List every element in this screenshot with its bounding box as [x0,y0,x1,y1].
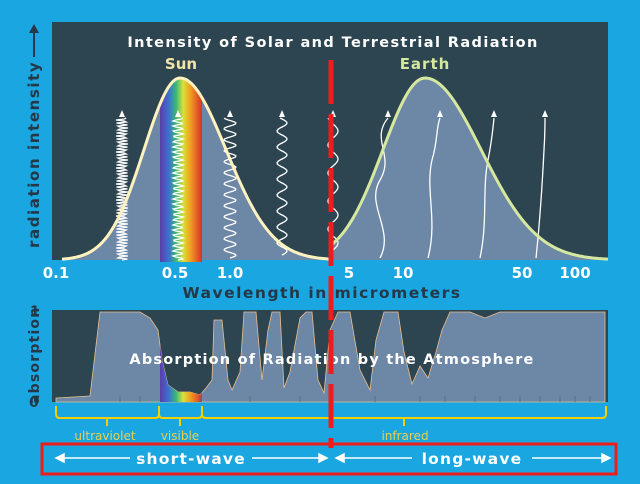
wavelength-tick-0.1: 0.1 [43,264,70,282]
wave-line [170,117,186,261]
earth-curve [329,76,609,261]
sun-label: Sun [165,55,197,73]
arrow-head [175,110,181,117]
absorption-ylabel: absorption [27,307,43,404]
sun-curve [61,76,331,261]
wavelength-tick-10: 10 [393,264,414,282]
wavelength-tick-100: 100 [559,264,590,282]
wave-line [115,117,129,261]
absorption-tick-zero: 0 [29,395,39,411]
wave-line [223,117,237,259]
band-brackets [55,406,607,426]
intensity-axis-arrow [29,24,39,57]
wave-line [375,117,389,259]
wave-line [427,117,441,259]
wavelength-tick-0.5: 0.5 [162,264,189,282]
visible-label: visible [161,429,199,443]
arrow-head [491,110,497,117]
wave-range-box [40,442,618,476]
ultraviolet-label: ultraviolet [74,429,135,443]
intensity-title: Intensity of Solar and Terrestrial Radia… [127,35,538,51]
absorption-tick-one: 1 [30,304,40,320]
wave-line [535,117,546,259]
arrow-head [437,110,443,117]
wavelength-tick-50: 50 [512,264,533,282]
infrared-label: infrared [381,429,428,443]
wave-line [276,117,288,256]
short-wave-label: short-wave [136,450,246,468]
earth-label: Earth [400,55,451,73]
wavelength-tick-labels: 0.1 0.5 1.0 5 10 50 100 [43,264,591,282]
arrow-head [279,110,285,117]
arrow-head [119,110,125,117]
intensity-ylabel: radiation intensity [25,61,43,248]
arrow-head [385,110,391,117]
wavelength-axis-label: Wavelength in micrometers [182,284,461,302]
wavelength-tick-1.0: 1.0 [217,264,244,282]
absorption-minor-ticks [119,396,591,402]
arrow-head [227,110,233,117]
short-wave-arrow [54,452,329,464]
long-wave-label: long-wave [422,450,523,468]
wavelength-tick-5: 5 [344,264,354,282]
arrow-head [542,110,548,117]
long-wave-arrow [334,452,612,464]
earth-curve-area [330,78,608,260]
